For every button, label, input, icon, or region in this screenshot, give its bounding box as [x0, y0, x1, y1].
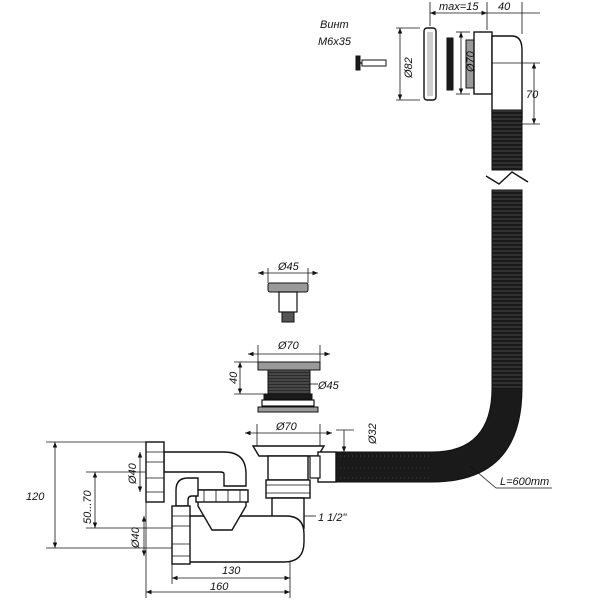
- dim-d40-upper: Ø40: [127, 452, 143, 492]
- dim-length: L=600mm: [469, 465, 552, 489]
- dim-w130: 130: [171, 562, 291, 598]
- screw: [355, 55, 387, 71]
- overflow-body: [465, 31, 523, 121]
- svg-text:Ø82: Ø82: [403, 57, 415, 79]
- svg-text:Ø40: Ø40: [127, 462, 139, 485]
- svg-text:40: 40: [228, 371, 240, 384]
- svg-text:40: 40: [498, 1, 511, 13]
- dim-thread: 1 1/2": [304, 512, 347, 524]
- dim-w40-top: 40: [487, 1, 540, 34]
- svg-text:120: 120: [26, 491, 45, 503]
- dim-range-50-70: 50...70: [82, 471, 172, 529]
- dim-d32: Ø32: [336, 423, 379, 452]
- flexible-hose: [335, 109, 529, 483]
- dim-h70: 70: [492, 62, 540, 125]
- siphon-body: [145, 441, 337, 565]
- drain-plug: [267, 282, 309, 323]
- dim-d70-lower: Ø70: [245, 421, 332, 446]
- svg-text:Ø40: Ø40: [130, 526, 142, 549]
- dim-h40-drain: 40: [228, 361, 264, 395]
- dim-max15: max=15: [429, 1, 488, 30]
- dim-d70-overflow: Ø70: [456, 31, 477, 95]
- svg-text:L=600mm: L=600mm: [500, 476, 549, 488]
- svg-text:Ø70: Ø70: [275, 421, 298, 433]
- svg-text:70: 70: [526, 89, 539, 101]
- drain-flange-body: [257, 361, 321, 413]
- dim-d82: Ø82: [396, 27, 420, 101]
- screw-label-spec: M6x35: [318, 36, 352, 48]
- dim-d45-cap: Ø45: [258, 261, 318, 283]
- svg-text:Ø70: Ø70: [277, 340, 300, 352]
- svg-text:50...70: 50...70: [82, 489, 94, 524]
- svg-text:Ø70: Ø70: [465, 50, 477, 73]
- svg-text:160: 160: [210, 581, 229, 593]
- svg-text:Ø45: Ø45: [277, 261, 300, 273]
- dim-w160: 160: [145, 502, 290, 598]
- screw-label-name: Винт: [320, 19, 349, 31]
- svg-text:Ø32: Ø32: [367, 423, 379, 445]
- dim-d40-lower: Ø40: [130, 516, 147, 556]
- svg-text:max=15: max=15: [439, 1, 479, 13]
- svg-text:Ø45: Ø45: [317, 380, 340, 392]
- overflow-cover: [423, 27, 437, 101]
- overflow-gasket: [446, 37, 454, 91]
- dim-d70-drain: Ø70: [248, 340, 330, 362]
- svg-text:1 1/2": 1 1/2": [318, 512, 347, 524]
- dim-h120: 120: [26, 441, 172, 549]
- svg-text:130: 130: [222, 565, 241, 577]
- dim-d45-drain: Ø45: [310, 380, 340, 392]
